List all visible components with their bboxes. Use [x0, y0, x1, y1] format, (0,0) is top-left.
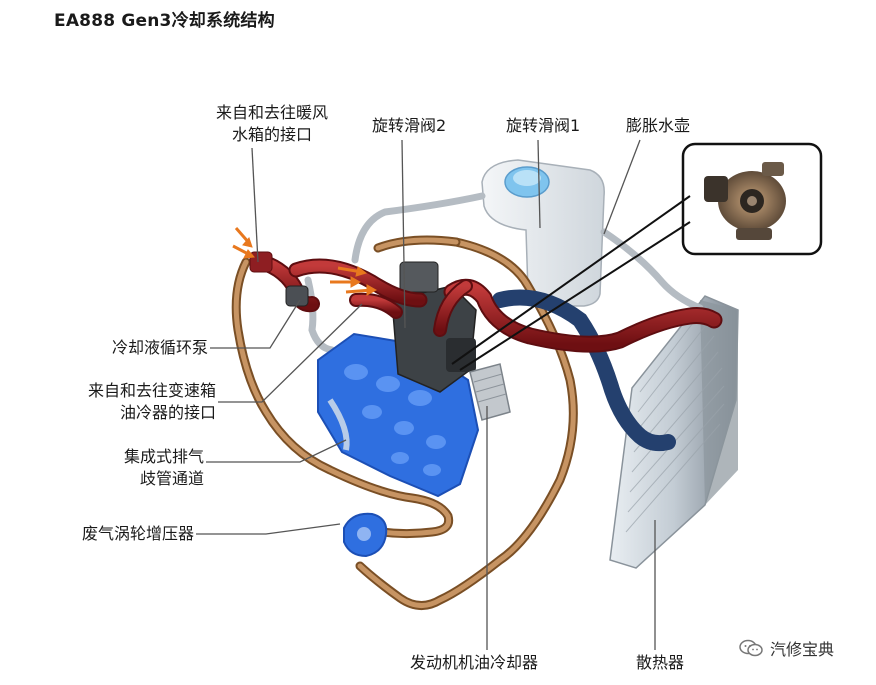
label-coolant-pump: 冷却液循环泵: [111, 338, 208, 357]
water-pump-inset: [681, 142, 823, 256]
label-exhaust-manifold: 集成式排气 歧管通道: [123, 447, 204, 488]
turbocharger-graphic: [343, 512, 388, 558]
return-hose: [492, 289, 676, 452]
diagram-title: EA888 Gen3冷却系统结构: [54, 11, 275, 31]
watermark: 汽修宝典: [738, 636, 834, 660]
coolant-pump-graphic: [285, 285, 309, 307]
expansion-tank-graphic: [481, 159, 605, 307]
label-expansion-tank: 膨胀水壶: [626, 116, 691, 135]
label-rotary-valve-2: 旋转滑阀2: [372, 116, 447, 135]
inset-callout-lines: [451, 195, 691, 371]
oil-cooler-graphic: [469, 363, 511, 421]
label-oil-cooler: 发动机机油冷却器: [410, 653, 539, 672]
label-transmission-cooler-port: 来自和去往变速箱 油冷器的接口: [87, 381, 216, 422]
label-radiator: 散热器: [636, 653, 685, 672]
label-turbocharger: 废气涡轮增压器: [81, 524, 194, 543]
watermark-text: 汽修宝典: [770, 640, 835, 659]
leader-lines: [196, 139, 656, 650]
label-rotary-valve-1: 旋转滑阀1: [506, 116, 581, 135]
radiator-graphic: [609, 295, 739, 569]
heater-port-connector: [249, 251, 273, 273]
wechat-icon: [739, 639, 763, 657]
flow-arrows: [232, 227, 378, 296]
hot-hoses: [254, 254, 723, 353]
label-heater-port: 来自和去往暖风 水箱的接口: [215, 103, 328, 144]
